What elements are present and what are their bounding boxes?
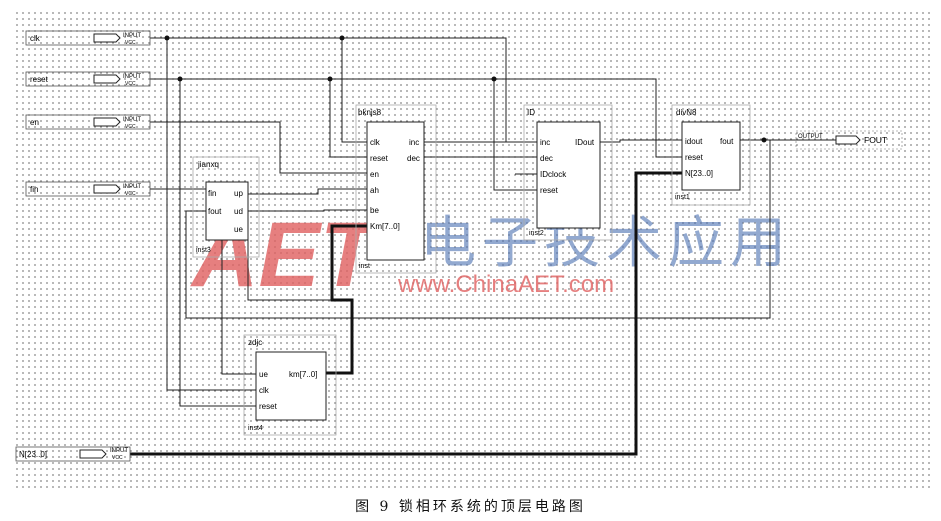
- port-ud: ud: [234, 207, 243, 216]
- block-id: ID inc dec IDclock reset IDout inst2: [523, 104, 613, 241]
- port-fin: fin: [208, 189, 216, 198]
- port-idout: IDout: [575, 138, 595, 147]
- pin-vcc: VCC: [112, 455, 123, 461]
- port-reset: reset: [540, 186, 559, 195]
- port-inc: inc: [409, 138, 419, 147]
- output-pin-fout: OUTPUT FOUT: [795, 130, 903, 150]
- pin-tag: INPUT: [123, 117, 141, 123]
- pin-vcc: VCC: [125, 191, 136, 197]
- pin-tag: INPUT: [123, 33, 141, 39]
- port-km: km[7..0]: [289, 370, 317, 379]
- port-reset: reset: [685, 153, 704, 162]
- port-fout: fout: [208, 207, 222, 216]
- block-inst: inst1: [675, 194, 690, 201]
- port-ah: ah: [370, 186, 379, 195]
- watermark: AET 电子技术应用 www.ChinaAET.com: [190, 204, 792, 306]
- pin-vcc: VCC: [125, 81, 136, 87]
- input-pin-reset: reset INPUT VCC: [25, 71, 151, 87]
- input-pin-fin: fin INPUT VCC: [25, 181, 151, 197]
- block-title: ID: [527, 108, 535, 117]
- block-inst: inst: [359, 263, 370, 270]
- block-inst: inst4: [248, 425, 263, 432]
- pin-label: FOUT: [864, 135, 887, 145]
- port-be: be: [370, 206, 379, 215]
- bus-wires: [130, 171, 682, 456]
- block-jianxq: jianxq fin fout up ud ue inst3: [192, 156, 260, 258]
- port-dec: dec: [540, 154, 553, 163]
- block-divn8: divN8 idout reset N[23..0] fout inst1: [671, 104, 751, 206]
- figure-caption: 图 9 锁相环系统的顶层电路图: [355, 499, 586, 515]
- input-pin-en: en INPUT VCC: [25, 114, 151, 130]
- block-inst: inst2: [529, 230, 544, 237]
- block-bknjs8: bknjs8 clk reset en ah be Km[7..0] inc d…: [355, 104, 437, 274]
- pin-tag: INPUT: [110, 448, 128, 454]
- port-ue: ue: [259, 370, 268, 379]
- port-idout: idout: [685, 137, 703, 146]
- port-idclock: IDclock: [540, 170, 567, 179]
- port-clk: clk: [259, 386, 270, 395]
- port-up: up: [234, 189, 243, 198]
- port-km: Km[7..0]: [370, 222, 400, 231]
- input-pin-n: N[23..0] INPUT VCC: [15, 446, 131, 462]
- block-title: divN8: [676, 108, 697, 117]
- watermark-slogan: 电子技术应用: [420, 211, 792, 274]
- block-zdjc: zdjc ue clk reset km[7..0] inst4: [243, 334, 337, 436]
- block-title: zdjc: [248, 338, 262, 347]
- port-dec: dec: [407, 154, 420, 163]
- port-en: en: [370, 170, 379, 179]
- port-ue: ue: [234, 225, 243, 234]
- pin-label: fin: [30, 185, 38, 194]
- port-clk: clk: [370, 138, 381, 147]
- port-inc: inc: [540, 138, 550, 147]
- input-pin-clk: clk INPUT VCC: [25, 30, 151, 46]
- wires: [150, 37, 836, 407]
- port-fout: fout: [720, 137, 734, 146]
- pin-tag: OUTPUT: [798, 134, 823, 140]
- pin-label: clk: [30, 34, 41, 43]
- block-title: bknjs8: [358, 108, 382, 117]
- pin-label: en: [30, 118, 39, 127]
- block-title: jianxq: [197, 160, 219, 169]
- junctions: [164, 35, 767, 143]
- pin-vcc: VCC: [125, 124, 136, 130]
- pin-label: reset: [30, 75, 49, 84]
- watermark-url: www.ChinaAET.com: [397, 271, 614, 298]
- port-n: N[23..0]: [685, 169, 713, 178]
- port-reset: reset: [370, 154, 389, 163]
- pin-vcc: VCC: [125, 40, 136, 46]
- pin-tag: INPUT: [123, 184, 141, 190]
- pin-label: N[23..0]: [19, 450, 47, 459]
- pin-tag: INPUT: [123, 74, 141, 80]
- block-inst: inst3: [196, 247, 211, 254]
- port-reset: reset: [259, 402, 278, 411]
